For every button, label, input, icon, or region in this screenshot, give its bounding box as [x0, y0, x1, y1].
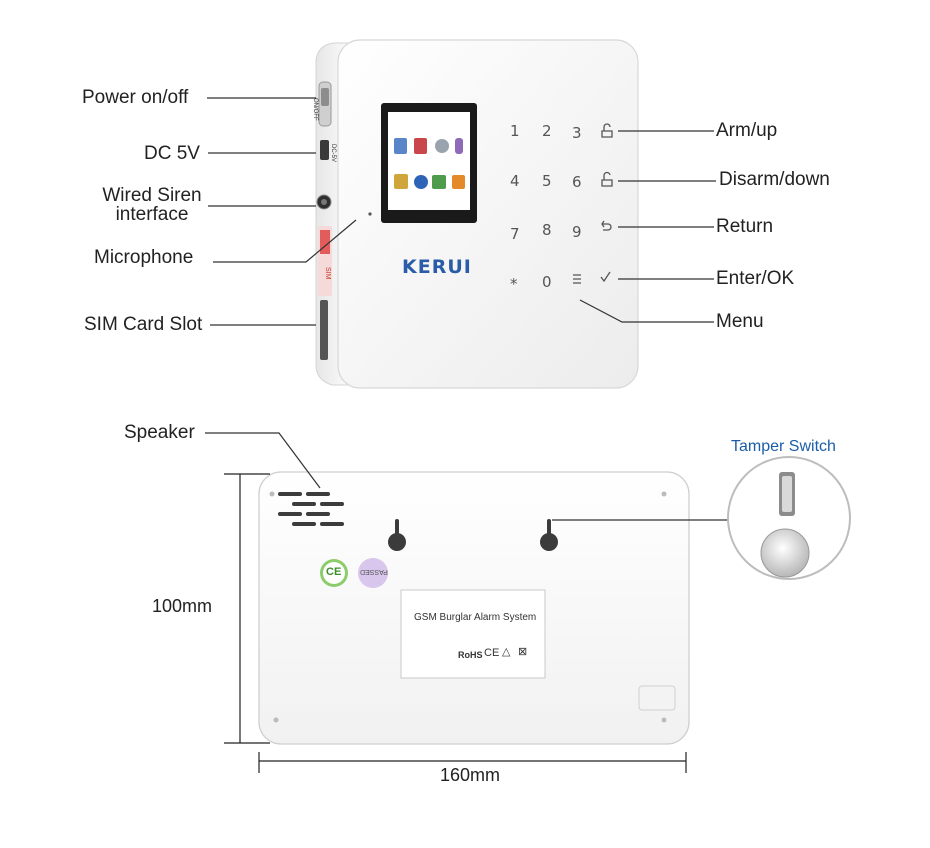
disarm-label: Disarm/down — [719, 169, 830, 190]
sim-slot — [320, 300, 328, 360]
key-6: 6 — [572, 173, 582, 191]
back-device — [258, 471, 690, 745]
ce-mark: CE — [484, 647, 500, 659]
rohs-mark: RoHS — [458, 650, 483, 660]
menu-label: Menu — [716, 311, 764, 332]
tamper-switch-label: Tamper Switch — [731, 438, 836, 455]
wired-siren-label: Wired Siren interface — [96, 186, 208, 224]
key-4: 4 — [510, 172, 520, 190]
product-label — [400, 589, 546, 679]
key-0: 0 — [542, 273, 552, 291]
product-label-title: GSM Burglar Alarm System — [414, 612, 537, 623]
wired-siren-label-line1: Wired Siren — [102, 185, 202, 206]
dc-jack — [320, 140, 329, 160]
key-5: 5 — [542, 172, 552, 190]
screen-icons — [394, 138, 465, 189]
keypad-icons — [573, 123, 613, 284]
front-leader-lines — [207, 97, 716, 326]
weee-bin-icon: ⊠ — [518, 646, 528, 658]
side-sim-text: SIM — [324, 267, 331, 280]
power-switch-label: Power on/off — [82, 87, 189, 108]
disarm-key-icon — [601, 171, 613, 187]
tamper-switch-detail — [727, 456, 851, 580]
speaker-label: Speaker — [124, 422, 195, 443]
microphone-label: Microphone — [94, 247, 194, 268]
key-8: 8 — [542, 221, 552, 239]
sim-slot-label: SIM Card Slot — [84, 314, 203, 335]
wired-siren-label-line2: interface — [115, 204, 189, 225]
arm-label: Arm/up — [716, 120, 778, 141]
width-dimension: 160mm — [440, 765, 501, 785]
brand-logo: KERUI — [402, 256, 472, 278]
wall-mount-holes — [388, 519, 558, 551]
microphone-hole — [368, 212, 372, 216]
arm-key-icon — [601, 123, 613, 138]
ce-badge-text: CE — [326, 566, 342, 578]
speaker-grille — [278, 492, 344, 526]
enter-label: Enter/OK — [716, 268, 795, 289]
dimension-lines — [224, 473, 687, 773]
key-3: 3 — [572, 124, 582, 142]
dc-input-label: DC 5V — [144, 143, 200, 164]
return-label: Return — [716, 216, 774, 237]
passed-sticker — [358, 558, 388, 588]
return-key-icon — [601, 220, 612, 231]
key-1: 1 — [510, 122, 520, 140]
key-7: 7 — [510, 225, 520, 243]
front-device — [315, 39, 639, 389]
side-dc-text: DC-5V — [330, 144, 336, 163]
passed-badge-text: PASSED — [360, 568, 388, 575]
key-star: * — [510, 275, 518, 293]
menu-key-icon — [573, 274, 581, 284]
side-onoff-text: ON/OFF — [312, 98, 318, 121]
enter-key-icon — [600, 271, 611, 283]
key-2: 2 — [542, 122, 552, 140]
warning-triangle-icon: △ — [502, 646, 511, 658]
height-dimension: 100mm — [152, 596, 213, 616]
key-9: 9 — [572, 223, 582, 241]
back-leader-lines — [205, 432, 730, 521]
